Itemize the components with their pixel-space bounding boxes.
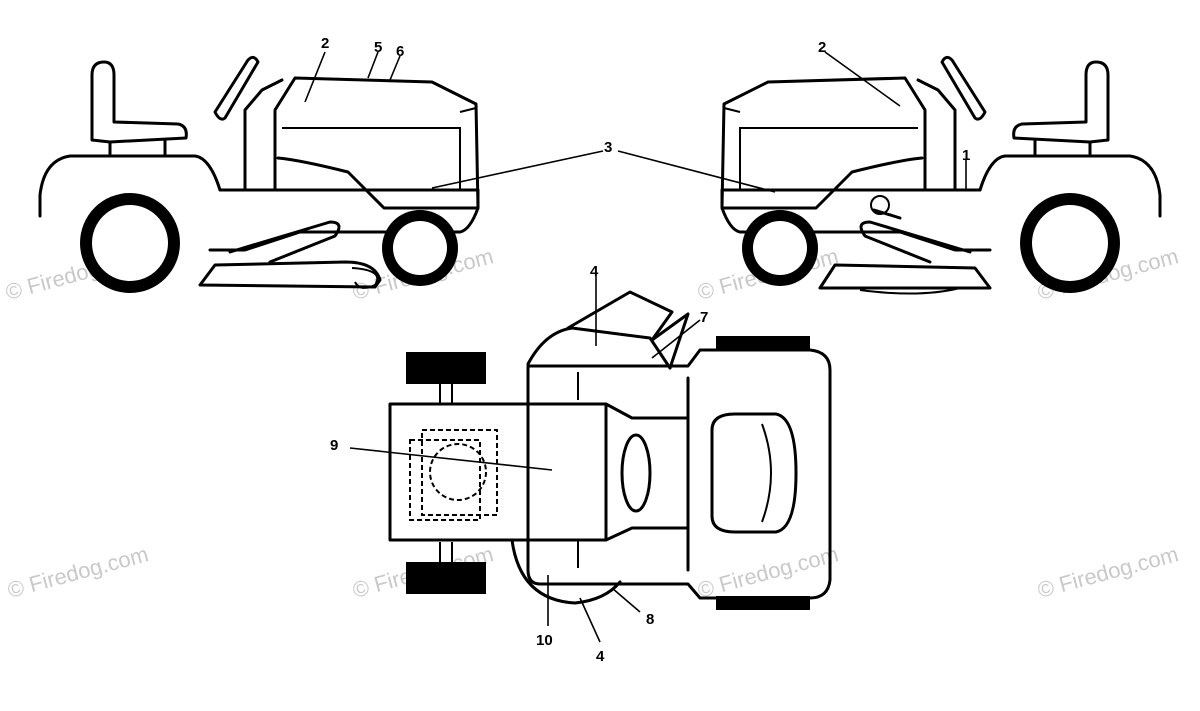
engine-outline-inner bbox=[409, 439, 481, 521]
leader-5 bbox=[367, 51, 379, 79]
callout-2-left: 2 bbox=[321, 35, 329, 52]
leader-8 bbox=[611, 587, 641, 613]
seat-support bbox=[108, 138, 167, 158]
callout-2-right: 2 bbox=[818, 39, 826, 56]
leader-7 bbox=[651, 319, 701, 359]
rear-tire-top bbox=[716, 336, 810, 350]
watermark: © Firedog.com bbox=[695, 541, 841, 603]
callout-8: 8 bbox=[646, 611, 654, 628]
callout-5: 5 bbox=[374, 39, 382, 56]
steering-column bbox=[243, 78, 284, 192]
chute-deflector bbox=[650, 312, 690, 370]
frame bbox=[720, 188, 992, 252]
leader-2-left bbox=[304, 51, 326, 103]
body-outline bbox=[526, 348, 832, 600]
callout-4-top: 4 bbox=[590, 263, 599, 280]
front-hub bbox=[753, 221, 807, 275]
mower-deck bbox=[198, 260, 382, 289]
deck-lift bbox=[228, 220, 341, 264]
leader-lines bbox=[304, 51, 967, 643]
deck-underside bbox=[859, 287, 961, 295]
leader-9 bbox=[349, 447, 553, 471]
fuel-cap bbox=[870, 195, 890, 215]
tractor-top-view bbox=[388, 290, 832, 610]
front-tire-bottom bbox=[406, 562, 486, 594]
steering-column bbox=[916, 78, 957, 192]
callout-6: 6 bbox=[396, 43, 404, 60]
seat bbox=[1012, 60, 1110, 144]
hood-panel bbox=[282, 107, 477, 190]
mower-deck bbox=[818, 263, 992, 290]
front-tire-top bbox=[406, 352, 486, 384]
watermark: © Firedog.com bbox=[1035, 541, 1181, 603]
callout-9: 9 bbox=[330, 437, 338, 454]
steering-wheel bbox=[940, 55, 987, 121]
seat bbox=[90, 60, 188, 144]
steering-wheel-top bbox=[620, 433, 652, 513]
callout-7: 7 bbox=[700, 309, 708, 326]
rear-hub bbox=[1032, 205, 1108, 281]
leader-3-left bbox=[431, 150, 604, 189]
watermark: © Firedog.com bbox=[5, 541, 151, 603]
dash-panel bbox=[604, 402, 690, 542]
seat-back bbox=[761, 423, 772, 523]
steering-wheel bbox=[213, 55, 260, 121]
deck-bottom-outline bbox=[510, 538, 622, 605]
rear-fender bbox=[38, 154, 247, 218]
callout-1: 1 bbox=[962, 147, 970, 164]
seat-top bbox=[710, 412, 798, 534]
watermarks: © Firedog.com © Firedog.com © Firedog.co… bbox=[3, 243, 1181, 603]
tractor-left-side-view bbox=[38, 55, 480, 293]
front-hub bbox=[393, 221, 447, 275]
seat-support bbox=[1033, 138, 1092, 158]
leader-3-right bbox=[617, 150, 776, 193]
leader-4-bottom bbox=[579, 597, 601, 643]
deck-lift bbox=[859, 220, 972, 264]
rear-hub bbox=[92, 205, 168, 281]
frame bbox=[208, 188, 480, 252]
leader-6 bbox=[389, 55, 401, 81]
callout-10: 10 bbox=[536, 632, 553, 649]
callout-3: 3 bbox=[604, 139, 612, 156]
tractor-right-side-view bbox=[720, 55, 1162, 295]
callout-numbers: 2 5 6 2 3 1 4 7 9 8 10 4 bbox=[321, 35, 970, 665]
axle bbox=[439, 384, 453, 562]
hood bbox=[273, 76, 480, 210]
engine-fan bbox=[429, 443, 487, 501]
hood-panel bbox=[723, 107, 918, 190]
rear-fender bbox=[953, 154, 1162, 218]
deck-top-outline bbox=[526, 326, 672, 370]
lever bbox=[872, 208, 902, 220]
leader-2-right bbox=[824, 51, 901, 107]
discharge-chute bbox=[566, 290, 674, 342]
deck-chute bbox=[351, 267, 379, 289]
callout-4-bottom: 4 bbox=[596, 648, 605, 665]
hood bbox=[720, 76, 927, 210]
